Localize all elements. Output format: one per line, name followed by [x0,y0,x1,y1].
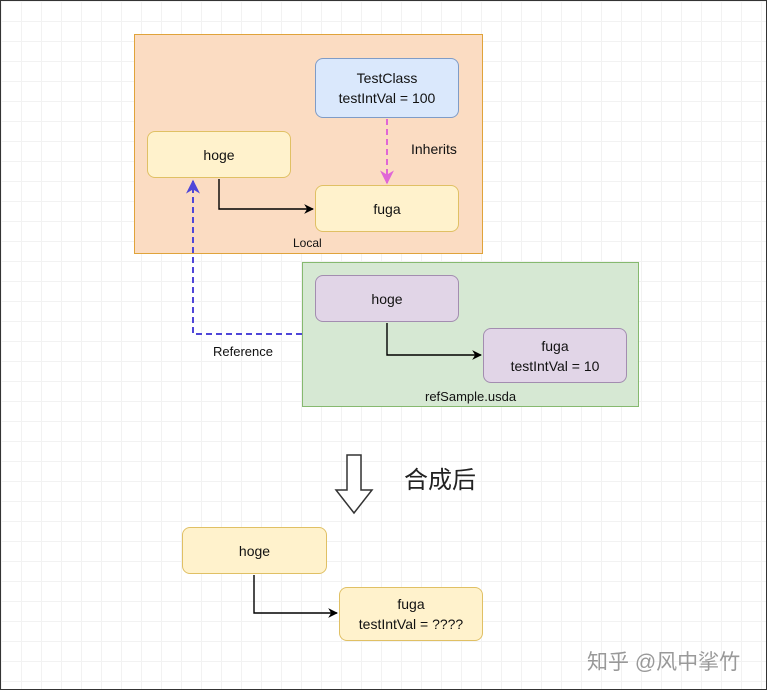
local-fuga-node: fuga [315,185,459,232]
inherits-label: Inherits [411,141,457,157]
ref-hoge-node: hoge [315,275,459,322]
ref-hoge-to-fuga-arrow [386,323,482,360]
local-fuga-title: fuga [373,200,401,217]
result-hoge-to-fuga-arrow [253,575,338,618]
testclass-prop: testIntVal = 100 [338,90,436,106]
result-fuga-prop: testIntVal = ???? [358,616,464,632]
reference-arrow [186,179,302,335]
testclass-title: TestClass [356,70,418,86]
ref-fuga-node: fuga testIntVal = 10 [483,328,627,383]
result-hoge-title: hoge [238,542,271,559]
result-fuga-node: fuga testIntVal = ???? [339,587,483,641]
composite-label: 合成后 [404,467,476,494]
composite-down-arrow-icon [334,454,374,515]
result-fuga-title: fuga [397,596,425,612]
ref-hoge-title: hoge [371,290,403,307]
ref-container-label: refSample.usda [425,389,517,404]
ref-fuga-prop: testIntVal = 10 [510,357,600,374]
ref-fuga-title: fuga [541,337,569,354]
testclass-node: TestClass testIntVal = 100 [315,58,459,118]
local-hoge-title: hoge [203,146,235,163]
local-hoge-to-fuga-arrow [218,179,314,214]
reference-label: Reference [213,344,273,359]
local-hoge-node: hoge [147,131,291,178]
local-container-label: Local [293,236,322,250]
watermark: 知乎 @风中挲竹 [587,651,741,674]
result-hoge-node: hoge [182,527,327,574]
